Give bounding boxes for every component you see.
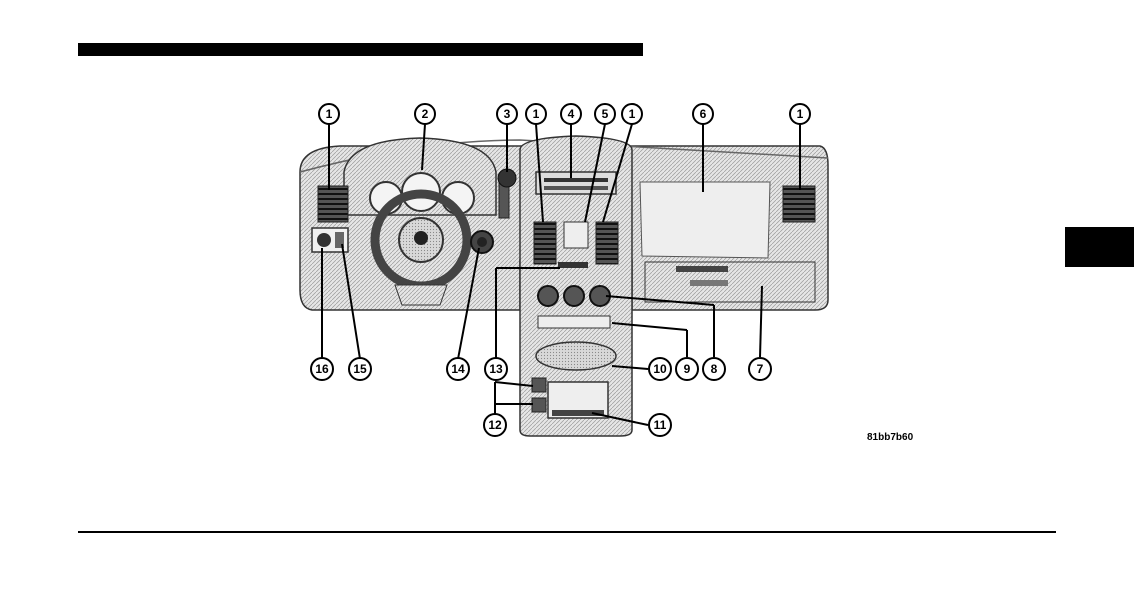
callout-16: 16 (311, 358, 333, 380)
svg-text:2: 2 (422, 107, 429, 121)
svg-text:6: 6 (700, 107, 707, 121)
center-display (564, 222, 588, 248)
storage-tray (538, 316, 610, 328)
vent-left-outer (318, 186, 348, 222)
vent-center-right (596, 222, 618, 264)
vent-center-left (534, 222, 556, 264)
vent-right-outer (783, 186, 815, 222)
callout-2: 2 (415, 104, 435, 124)
svg-text:16: 16 (315, 362, 329, 376)
callout-13: 13 (485, 358, 507, 380)
svg-text:10: 10 (653, 362, 667, 376)
svg-text:8: 8 (711, 362, 718, 376)
passenger-airbag (640, 182, 770, 258)
svg-text:1: 1 (629, 107, 636, 121)
radio (536, 172, 616, 194)
svg-text:1: 1 (326, 107, 333, 121)
svg-text:7: 7 (757, 362, 764, 376)
svg-text:12: 12 (488, 418, 502, 432)
svg-text:9: 9 (684, 362, 691, 376)
hazard-switch (558, 262, 588, 268)
svg-text:11: 11 (654, 418, 667, 432)
svg-text:4: 4 (568, 107, 575, 121)
callout-5: 5 (595, 104, 615, 124)
power-outlet-lower (532, 398, 546, 412)
callout-4: 4 (561, 104, 581, 124)
callout-15: 15 (349, 358, 371, 380)
svg-text:3: 3 (504, 107, 511, 121)
instrument-cluster (344, 138, 496, 215)
callout-1c: 1 (622, 104, 642, 124)
callout-11: 11 (649, 414, 671, 436)
climate-knob-2 (564, 286, 584, 306)
svg-text:5: 5 (602, 107, 609, 121)
callout-14: 14 (447, 358, 469, 380)
svg-text:1: 1 (797, 107, 804, 121)
callout-12: 12 (484, 414, 506, 436)
svg-text:1: 1 (533, 107, 540, 121)
callout-1d: 1 (790, 104, 810, 124)
callout-7: 7 (749, 358, 771, 380)
svg-text:14: 14 (451, 362, 465, 376)
callout-10: 10 (649, 358, 671, 380)
callout-8: 8 (703, 358, 725, 380)
callout-1a: 1 (319, 104, 339, 124)
climate-knob-1 (538, 286, 558, 306)
callout-1b: 1 (526, 104, 546, 124)
callout-6: 6 (693, 104, 713, 124)
power-outlet-upper (532, 378, 546, 392)
svg-text:15: 15 (353, 362, 367, 376)
svg-text:13: 13 (489, 362, 503, 376)
callout-9: 9 (676, 358, 698, 380)
glove-box (645, 262, 815, 302)
callout-3: 3 (497, 104, 517, 124)
cupholder (536, 342, 616, 370)
